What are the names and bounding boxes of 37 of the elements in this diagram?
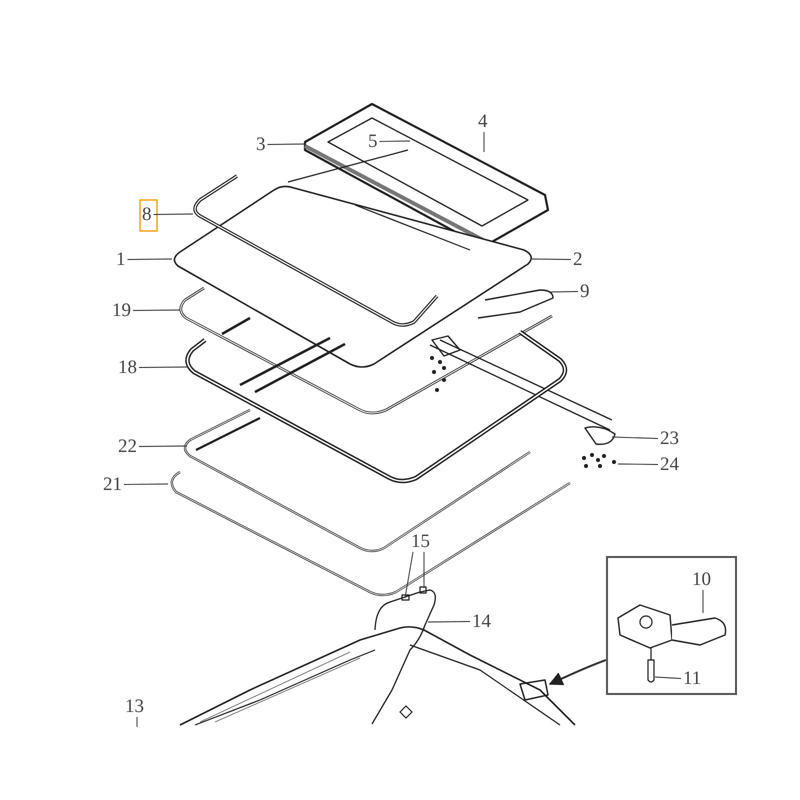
callout-number: 23 xyxy=(660,429,679,448)
leader-line xyxy=(548,291,578,292)
leader-line xyxy=(702,590,704,614)
callout-number: 9 xyxy=(580,282,590,301)
leader-line xyxy=(153,214,194,215)
callout-number: 14 xyxy=(472,612,491,631)
callout-number: 22 xyxy=(118,437,137,456)
callout-number: 15 xyxy=(411,532,430,551)
callout-number: 4 xyxy=(478,112,488,131)
leader-line xyxy=(127,258,172,260)
leader-line xyxy=(138,366,188,368)
callout-number: 13 xyxy=(125,697,144,716)
callout-number: 5 xyxy=(368,132,378,151)
callout-number: 24 xyxy=(660,455,679,474)
callout-number: 1 xyxy=(116,250,126,269)
callout-number: 21 xyxy=(103,475,122,494)
leader-line xyxy=(267,144,306,145)
arrow xyxy=(548,659,606,686)
callout-number: 3 xyxy=(256,135,266,154)
inset-frame xyxy=(606,556,737,695)
leader-line xyxy=(379,140,410,142)
leader-line xyxy=(654,676,682,679)
callout-number: 19 xyxy=(112,301,131,320)
leader-line xyxy=(612,436,658,439)
leader-line xyxy=(124,484,168,485)
leader-line xyxy=(138,446,188,447)
callout-number: 8 xyxy=(142,205,152,224)
leader-line xyxy=(618,464,658,465)
callout-number: 18 xyxy=(118,358,137,377)
leader-line xyxy=(136,716,138,728)
leader-line xyxy=(132,310,180,311)
leader-line xyxy=(428,621,470,622)
leader-line xyxy=(404,552,414,598)
callout-number: 11 xyxy=(683,669,702,688)
callout-number: 10 xyxy=(692,570,711,589)
callout-number: 2 xyxy=(573,250,582,269)
leader-line xyxy=(532,258,572,260)
